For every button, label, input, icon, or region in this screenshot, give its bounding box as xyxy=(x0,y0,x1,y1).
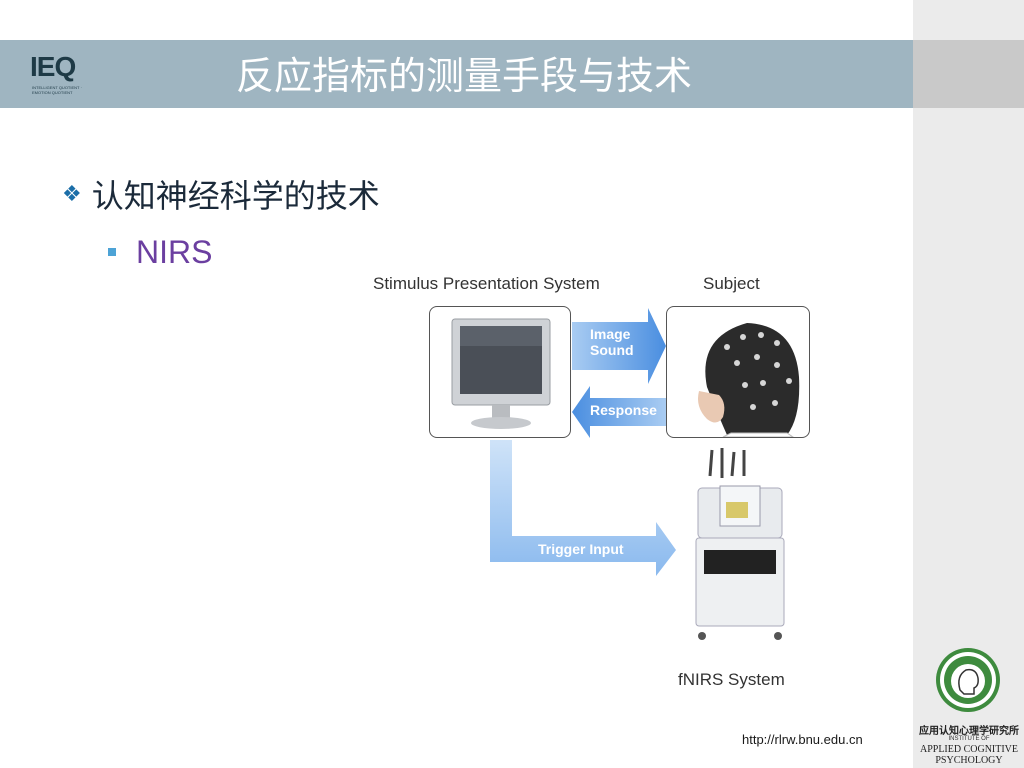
ieq-logo-letters: IEQ xyxy=(30,51,76,82)
side-strip xyxy=(913,0,1024,768)
arrow-label-trigger: Trigger Input xyxy=(538,541,624,557)
stimulus-frame xyxy=(429,306,571,438)
nirs-figure: Stimulus Presentation System Subject Ima… xyxy=(360,266,820,696)
institute-name-en-1: APPLIED COGNITIVE xyxy=(919,744,1019,755)
response-arrow xyxy=(572,386,666,438)
footer-url[interactable]: http://rlrw.bnu.edu.cn xyxy=(742,732,863,747)
institute-of: INSTITUTE OF xyxy=(948,736,990,742)
fnirs-label: fNIRS System xyxy=(678,670,785,689)
square-bullet-icon xyxy=(108,248,116,256)
subject-frame xyxy=(666,306,810,438)
bullet-level2-text: NIRS xyxy=(136,233,213,270)
stimulus-arrow xyxy=(572,308,666,384)
eeg-cap-head-icon xyxy=(698,323,800,438)
stimulus-label: Stimulus Presentation System xyxy=(373,274,600,293)
fnirs-machine-icon xyxy=(695,448,785,640)
flow-arrows xyxy=(490,308,676,576)
arrow-label-image: Image xyxy=(590,326,631,342)
arrow-label-sound: Sound xyxy=(590,342,634,358)
bullet-level2: NIRS xyxy=(108,232,212,272)
arrow-label-response: Response xyxy=(590,402,657,418)
slide-title: 反应指标的测量手段与技术 xyxy=(236,54,693,98)
monitor-icon xyxy=(451,318,551,429)
bullet-level1-text: 认知神经科学的技术 xyxy=(91,177,380,215)
ieq-logo: IEQ INTELLIGENT QUOTIENT · EMOTION QUOTI… xyxy=(30,52,92,100)
side-strip-band xyxy=(913,40,1024,108)
bullet-level1: ❖ 认知神经科学的技术 xyxy=(62,172,380,216)
trigger-arrow xyxy=(490,440,676,576)
ieq-logo-subtitle: INTELLIGENT QUOTIENT · EMOTION QUOTIENT xyxy=(32,85,82,95)
subject-label: Subject xyxy=(703,274,760,293)
title-band xyxy=(0,40,913,108)
diamond-bullet-icon: ❖ xyxy=(62,181,82,206)
institute-name-cn: 应用认知心理学研究所 xyxy=(919,726,1019,737)
institute-name-en-2: PSYCHOLOGY xyxy=(935,755,1003,766)
institute-seal-icon xyxy=(936,648,1000,712)
